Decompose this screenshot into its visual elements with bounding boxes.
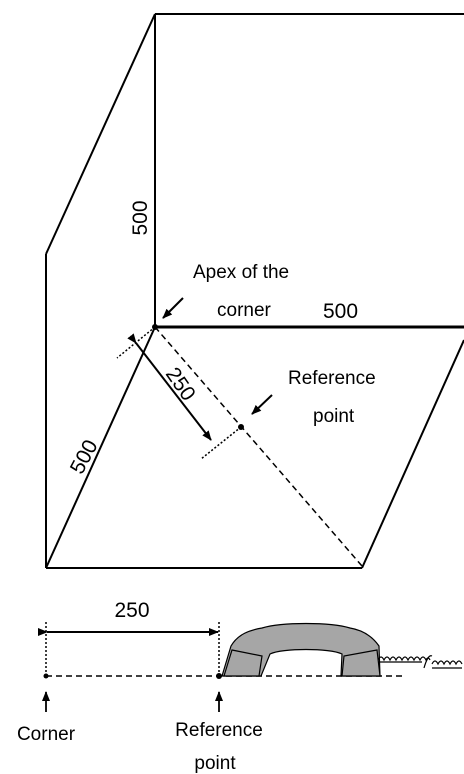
height-dimension-label: 500 [129,200,152,235]
telephone-handset-icon [221,622,381,677]
side-reference-dot [216,673,222,679]
corner-box [45,13,464,569]
corner-label: Corner [17,724,76,745]
side-reference-label-line1: Reference [175,720,263,741]
depth-dimension-label: 500 [66,436,103,478]
apex-pointer-arrow [162,297,184,319]
reference-distance-label: 250 [161,363,200,405]
reference-point-label-line1: Reference [288,368,376,389]
floor-diagonal [154,326,363,567]
left-wall-top-edge [45,13,156,255]
floor-right-edge [361,339,464,569]
side-reference-label-line2: point [194,753,236,774]
extension-line-apex [116,326,156,359]
dimension-arrow-250 [127,333,212,441]
diagonal-dimension [116,326,242,460]
extension-line-reference [200,426,242,460]
side-view: 250 Corner Reference point [17,599,463,774]
apex-label-line2: corner [217,300,272,321]
side-distance-label: 250 [114,599,149,622]
coiled-cord-icon [377,655,463,669]
reference-point-label-line2: point [313,406,355,427]
reference-pointer-arrow [251,394,273,415]
side-corner-dot [43,673,49,679]
apex-label-line1: Apex of the [193,262,289,283]
width-dimension-label: 500 [323,300,358,323]
